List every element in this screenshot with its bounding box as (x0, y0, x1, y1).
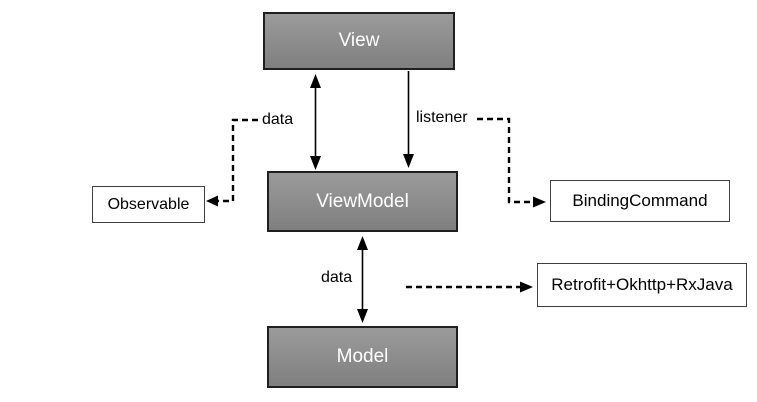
node-view[interactable]: View (263, 12, 455, 70)
edge-label-data-view-viewmodel: data (262, 111, 294, 128)
node-observable-label: Observable (107, 195, 190, 213)
node-viewmodel[interactable]: ViewModel (267, 171, 458, 232)
edge-label-listener: listener (416, 109, 468, 126)
node-model[interactable]: Model (267, 326, 458, 388)
node-view-label: View (338, 30, 380, 51)
connector-to-retrofit (406, 281, 533, 293)
connector-data-to-observable (206, 118, 258, 207)
node-retrofit[interactable]: Retrofit+Okhttp+RxJava (537, 263, 747, 307)
node-viewmodel-label: ViewModel (316, 190, 409, 212)
connector-listener-to-bindingcommand (477, 117, 546, 208)
node-bindingcommand-label: BindingCommand (572, 191, 708, 210)
arrow-view-viewmodel-bidirectional (310, 74, 321, 170)
node-bindingcommand[interactable]: BindingCommand (550, 180, 730, 222)
arrow-viewmodel-model-bidirectional (357, 236, 368, 323)
arrow-view-to-viewmodel-listener (403, 71, 414, 168)
edge-label-data-viewmodel-model: data (321, 269, 353, 286)
node-retrofit-label: Retrofit+Okhttp+RxJava (551, 275, 733, 294)
node-model-label: Model (336, 346, 389, 367)
node-observable[interactable]: Observable (92, 186, 205, 223)
